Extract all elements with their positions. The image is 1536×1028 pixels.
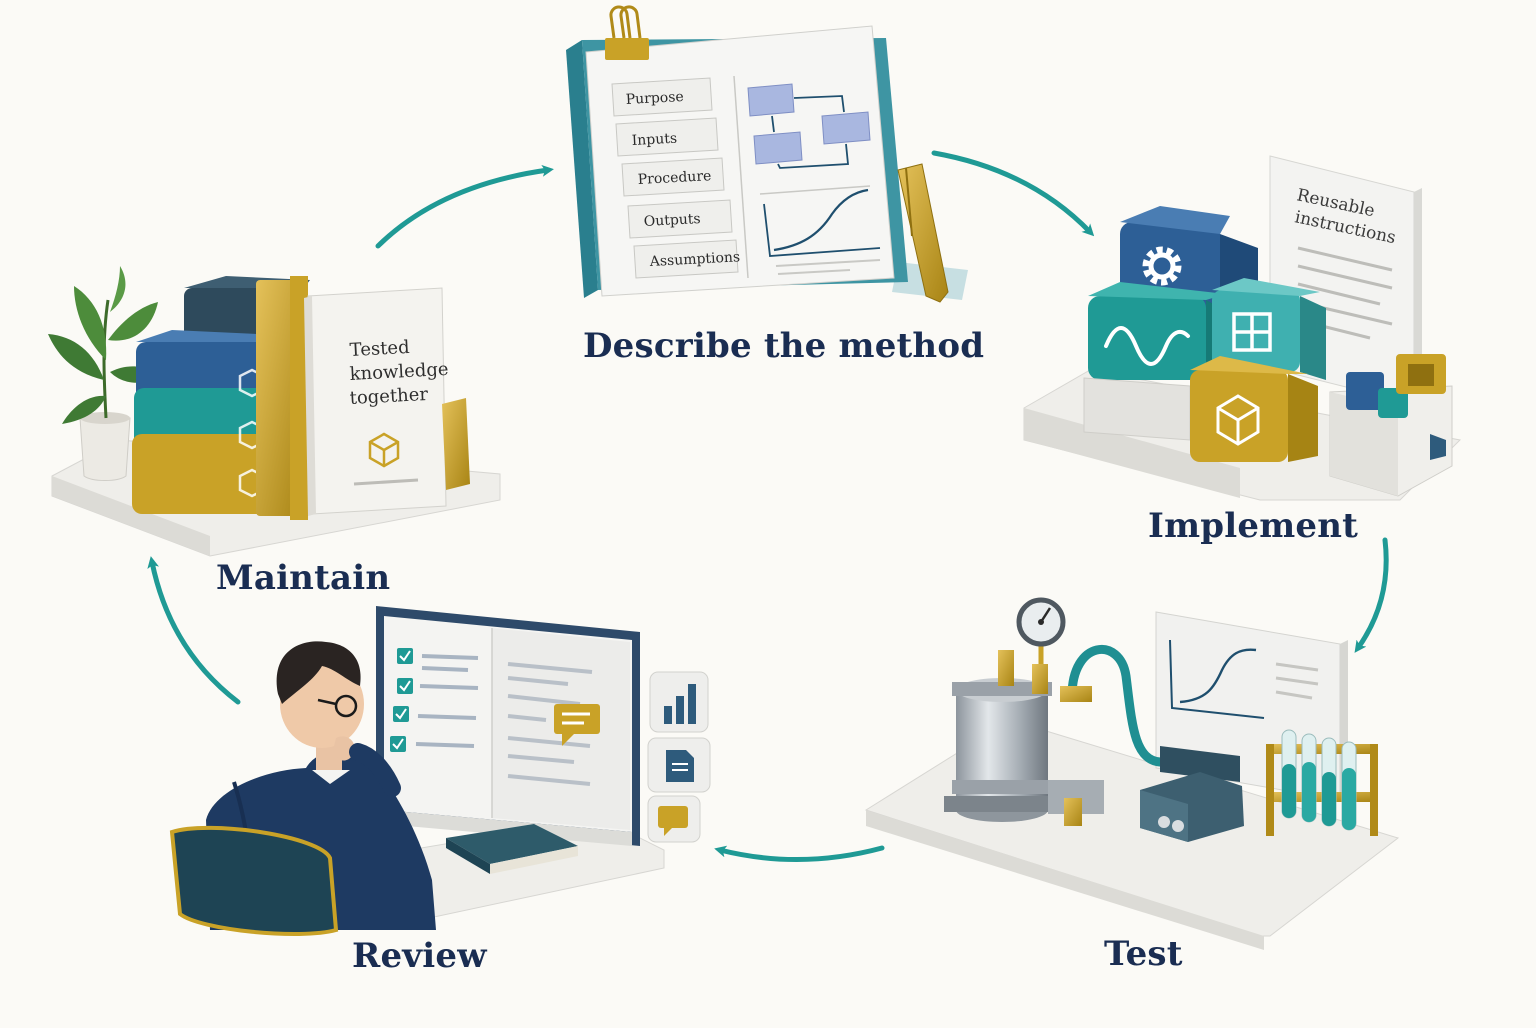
test-tubes-icon [1266,729,1378,836]
method-fields-list: Purpose Inputs Procedure Outputs Assumpt… [611,77,741,279]
field-assumptions: Assumptions [648,249,740,270]
label-test: Test [1104,934,1183,974]
arrow-review-to-maintain [147,556,241,705]
document-icon [647,737,711,793]
label-implement: Implement [1148,506,1359,546]
review-illustration [169,606,711,936]
gear-icon [1142,246,1182,286]
arrow-implement-to-test [1354,537,1389,653]
label-review: Review [352,936,487,976]
curve-chart-icon [759,185,881,275]
book-text-line-1: Tested [349,337,410,361]
wave-icon [1104,326,1190,366]
book-text-line-3: together [349,384,429,409]
comment-icon [647,795,701,843]
control-box [1140,746,1244,842]
office-chair [169,825,339,936]
curve-chart-icon [1169,639,1265,719]
floating-tiles [647,671,711,843]
tested-knowledge-book: Tested knowledge together [304,287,449,516]
field-procedure: Procedure [637,168,711,188]
plant-icon [48,266,160,481]
implement-illustration: Reusable instructions [1023,155,1462,501]
pen-icon [897,163,949,303]
bookend [442,398,470,490]
arrow-maintain-to-describe [375,164,554,249]
label-maintain: Maintain [216,558,391,598]
cube-icon [1430,434,1446,460]
grid-block [1212,278,1326,380]
describe-illustration: Purpose Inputs Procedure Outputs Assumpt… [566,5,968,303]
comment-icon [554,704,600,746]
arrow-test-to-review [714,845,885,863]
flowchart-icon [747,83,871,169]
field-outputs: Outputs [643,211,701,230]
checkbox-icon [390,648,413,752]
book-text-line-2: knowledge [349,359,449,385]
bar-chart-icon [649,671,709,733]
grid-icon [1232,312,1272,352]
pressure-gauge-icon [1016,597,1066,647]
monitor [376,606,640,846]
closed-book [446,824,578,874]
test-illustration [864,597,1400,950]
binder-clip-icon [605,5,649,60]
stacked-blocks [132,276,310,520]
cube-icon [368,432,400,468]
component-tray [1329,354,1453,497]
cube-icon [1216,394,1260,446]
label-describe-the-method: Describe the method [583,326,985,366]
field-inputs: Inputs [631,131,677,149]
cycle-arrows [147,150,1389,863]
field-purpose: Purpose [625,89,684,108]
maintain-illustration: Tested knowledge together [48,266,501,557]
pressure-vessel [944,644,1104,826]
cube-block [1190,356,1318,462]
test-tubing [1067,645,1211,767]
arrow-describe-to-implement [931,150,1095,237]
